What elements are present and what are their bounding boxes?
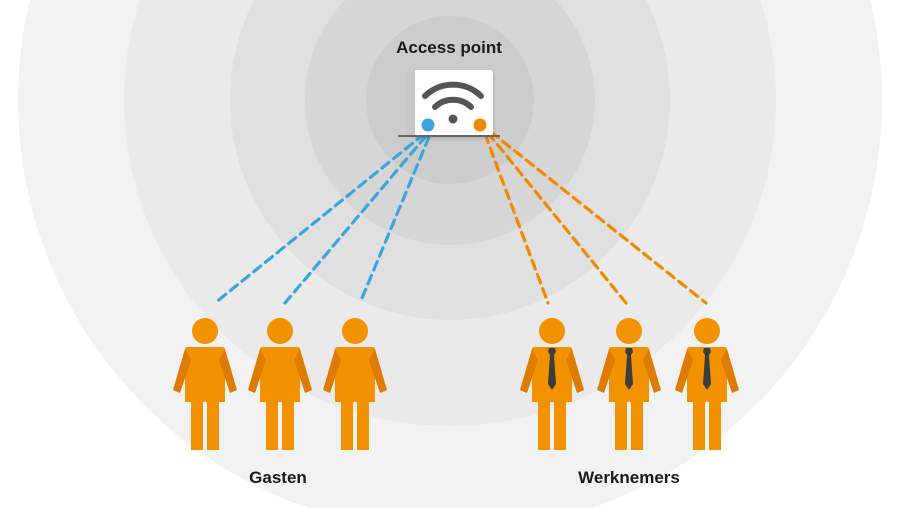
person-right-leg xyxy=(631,400,643,450)
guest-link-1 xyxy=(213,132,426,305)
person-head xyxy=(616,318,642,344)
wifi-icon xyxy=(422,81,484,124)
employee-link-1 xyxy=(483,132,550,305)
employee-person-1 xyxy=(520,318,584,450)
person-torso xyxy=(335,347,375,402)
person-right-arm xyxy=(721,349,739,393)
person-left-leg xyxy=(615,400,627,450)
employee-port-dot xyxy=(473,118,487,132)
person-head xyxy=(192,318,218,344)
guest-port-dot xyxy=(421,118,435,132)
person-left-arm xyxy=(248,349,266,393)
employee-links xyxy=(483,130,708,305)
guest-person-2 xyxy=(248,318,312,450)
person-right-leg xyxy=(207,400,219,450)
person-left-arm xyxy=(520,349,538,393)
person-head xyxy=(267,318,293,344)
employee-link-2 xyxy=(486,131,628,305)
person-right-arm xyxy=(566,349,584,393)
person-left-arm xyxy=(597,349,615,393)
person-torso xyxy=(185,347,225,402)
person-head xyxy=(694,318,720,344)
person-torso xyxy=(260,347,300,402)
person-right-arm xyxy=(369,349,387,393)
employee-person-3 xyxy=(675,318,739,450)
guests-group xyxy=(173,318,387,450)
person-left-arm xyxy=(173,349,191,393)
tie-icon xyxy=(703,348,711,390)
employees-label: Werknemers xyxy=(578,468,680,487)
person-head xyxy=(539,318,565,344)
guests-label: Gasten xyxy=(249,468,307,487)
access-point xyxy=(398,70,500,137)
guest-person-1 xyxy=(173,318,237,450)
person-left-leg xyxy=(341,400,353,450)
employee-link-3 xyxy=(489,130,708,305)
tie-icon xyxy=(548,348,556,390)
employees-group xyxy=(520,318,739,450)
guest-link-2 xyxy=(283,134,428,305)
person-right-arm xyxy=(643,349,661,393)
person-left-leg xyxy=(266,400,278,450)
guest-links xyxy=(213,132,431,305)
employee-person-2 xyxy=(597,318,661,450)
guest-link-3 xyxy=(358,135,431,305)
guest-person-3 xyxy=(323,318,387,450)
person-left-leg xyxy=(538,400,550,450)
person-right-leg xyxy=(709,400,721,450)
person-left-leg xyxy=(191,400,203,450)
person-left-leg xyxy=(693,400,705,450)
person-right-arm xyxy=(294,349,312,393)
person-head xyxy=(342,318,368,344)
access-point-side xyxy=(405,70,415,136)
person-right-leg xyxy=(357,400,369,450)
person-right-arm xyxy=(219,349,237,393)
tie-icon xyxy=(625,348,633,390)
access-point-label: Access point xyxy=(396,38,502,57)
person-left-arm xyxy=(675,349,693,393)
person-right-leg xyxy=(554,400,566,450)
person-left-arm xyxy=(323,349,341,393)
person-right-leg xyxy=(282,400,294,450)
